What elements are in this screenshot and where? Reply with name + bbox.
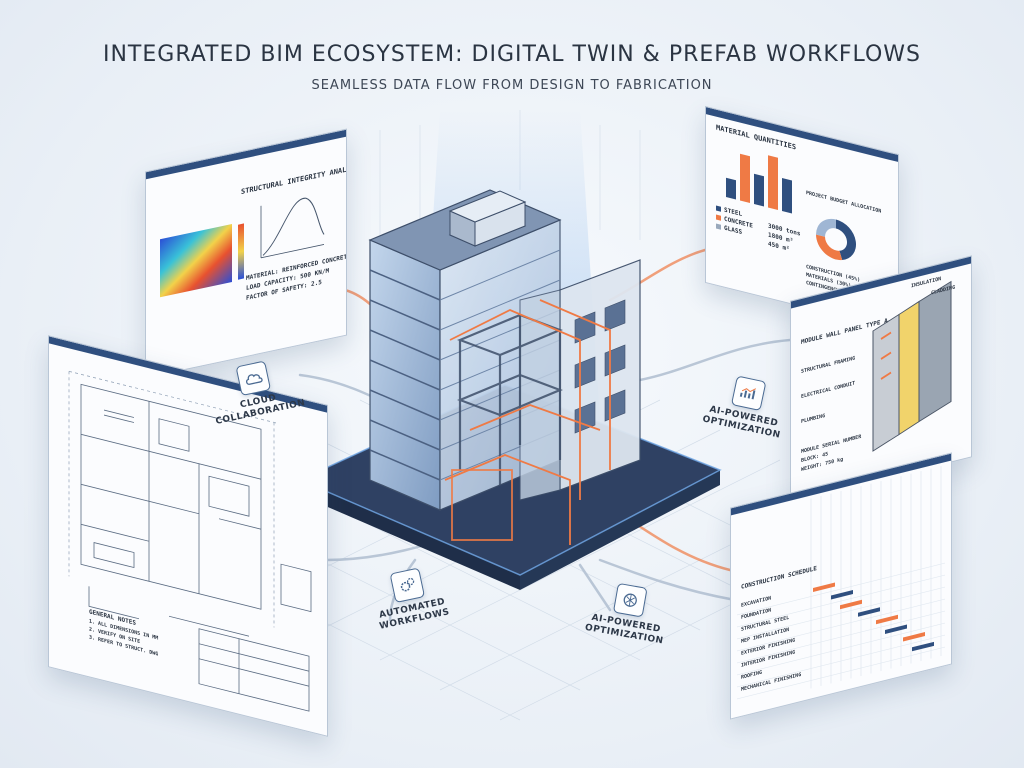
material-quantities-panel[interactable]: MATERIAL QUANTITIES STEEL CONCRETE GLASS… (705, 105, 899, 332)
page-title: INTEGRATED BIM ECOSYSTEM: DIGITAL TWIN &… (102, 42, 921, 67)
cloud-collaboration-hub[interactable]: CLOUD COLLABORATION (191, 351, 320, 431)
gantt-bar (858, 607, 880, 617)
gantt-bar (840, 599, 862, 610)
gantt-bar (876, 614, 898, 625)
legend-swatch (716, 214, 721, 221)
floor-plan-drawing (68, 370, 312, 712)
page-subtitle: SEAMLESS DATA FLOW FROM DESIGN TO FABRIC… (311, 78, 713, 93)
material-bar (726, 177, 736, 200)
gantt-bar (912, 641, 934, 652)
gantt-row-line (737, 646, 945, 700)
gantt-row-line (737, 562, 945, 616)
stress-heatmap (160, 223, 232, 298)
legend-swatch (716, 223, 721, 230)
material-bar (782, 178, 792, 214)
gantt-row-line (737, 610, 945, 664)
budget-slice (836, 219, 856, 261)
gantt-chart (737, 465, 945, 700)
budget-slice (816, 234, 843, 261)
gears-icon (389, 567, 426, 604)
gantt-bar (903, 632, 925, 642)
material-bar (754, 173, 764, 207)
gantt-row-line (737, 586, 945, 640)
chart-icon (730, 375, 767, 412)
gantt-row-line (737, 622, 945, 676)
legend-swatch (716, 205, 721, 212)
gantt-row-line (737, 598, 945, 652)
digital-twin-building (368, 189, 641, 545)
automated-workflows-hub[interactable]: AUTOMATED WORKFLOWS (345, 558, 474, 638)
budget-slice (816, 218, 836, 237)
heatmap-scale (238, 223, 244, 280)
brain-icon (612, 582, 648, 618)
gantt-row-line (737, 634, 945, 688)
ai-optimization-hub-bottom[interactable]: AI-POWERED OPTIMIZATION (564, 575, 692, 651)
material-bar (740, 153, 750, 204)
structural-analysis-panel[interactable]: STRUCTURAL INTEGRITY ANALYSIS MATERIAL: … (145, 128, 347, 379)
ai-optimization-hub[interactable]: AI-POWERED OPTIMIZATION (681, 366, 810, 446)
background-lines (379, 110, 641, 240)
gantt-bar (885, 624, 907, 635)
material-bar (768, 155, 778, 211)
module-wall-panel[interactable]: MODULE WALL PANEL TYPE A INSULATION CLAD… (790, 255, 972, 503)
gantt-bar (813, 582, 835, 592)
structural-visual (160, 197, 325, 298)
wall-section-drawing (872, 280, 952, 452)
cloud-icon (235, 360, 272, 397)
floor-plan-panel[interactable]: GENERAL NOTES 1. ALL DIMENSIONS IN MM 2.… (48, 335, 328, 737)
gantt-row-line (737, 574, 945, 628)
load-curve (262, 197, 325, 256)
material-bar-chart (716, 153, 856, 261)
gantt-bar (831, 590, 853, 600)
